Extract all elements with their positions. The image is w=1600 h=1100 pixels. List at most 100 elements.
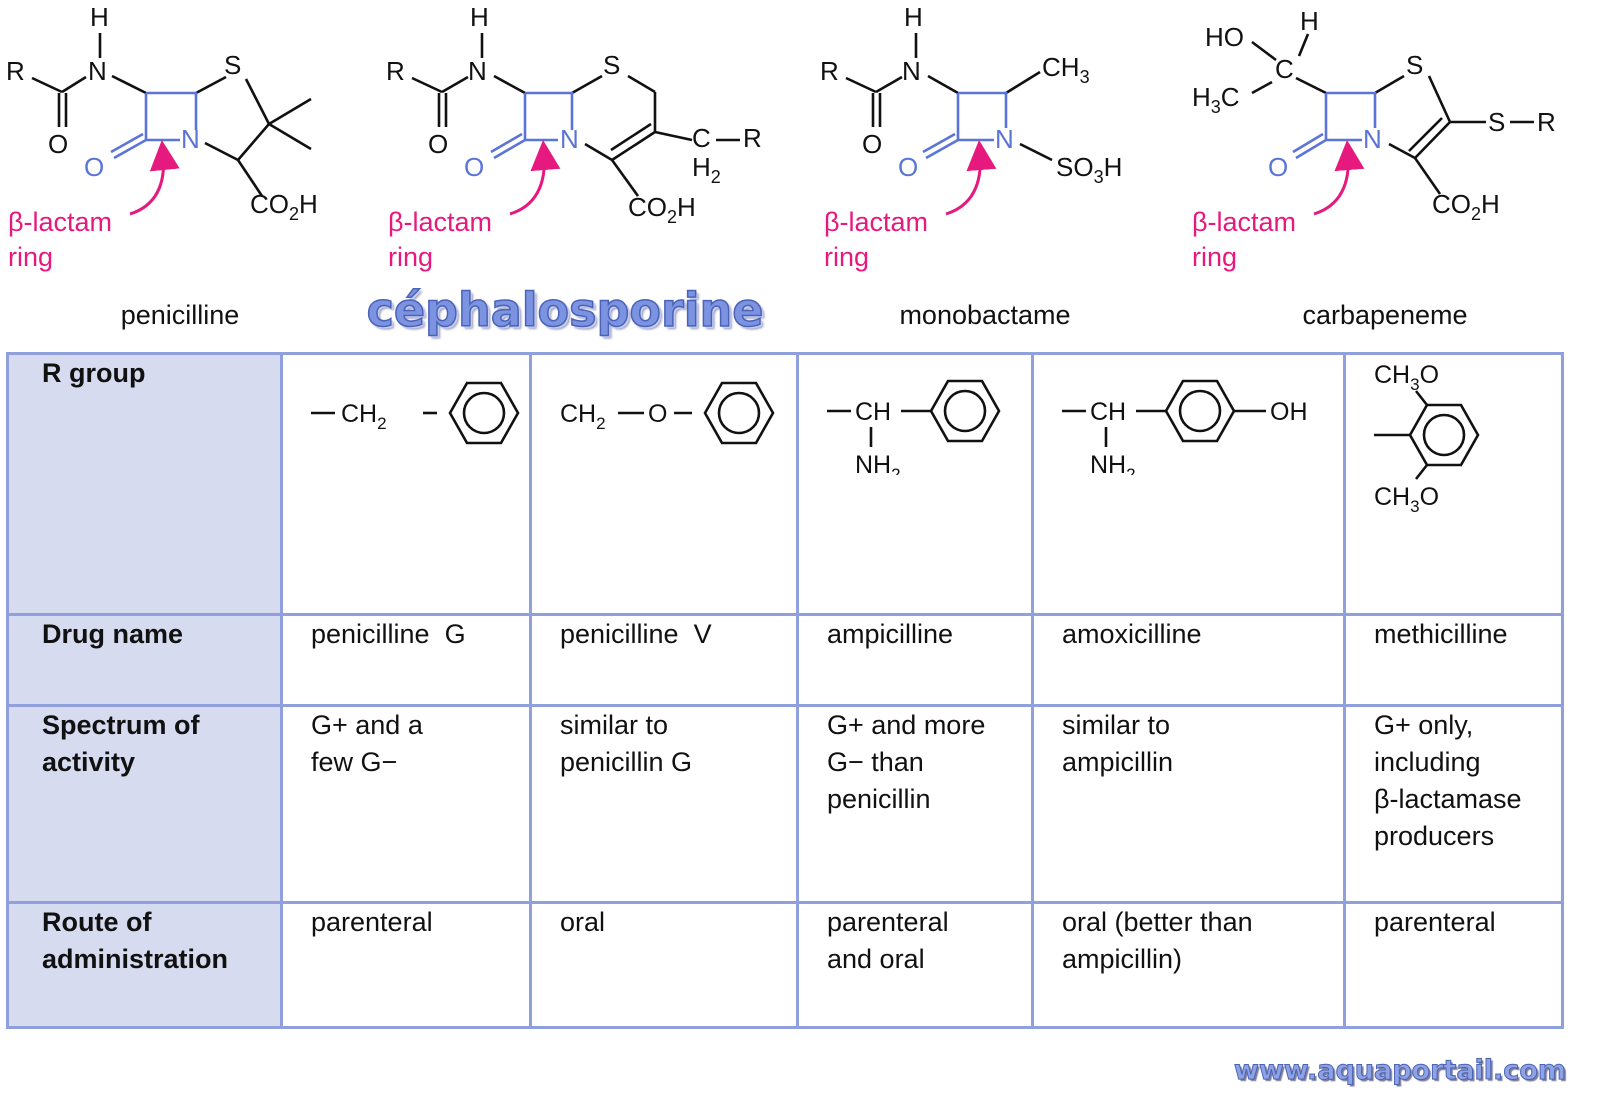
spectrum-cell: G+ and a few G− bbox=[280, 704, 532, 904]
svg-text:CH3O: CH3O bbox=[1374, 483, 1439, 515]
route-cell: oral bbox=[529, 901, 799, 1029]
cell-line: G+ only, bbox=[1374, 710, 1474, 740]
ring-arrow bbox=[945, 140, 997, 216]
route-cell: parenteral and oral bbox=[796, 901, 1034, 1029]
cell-line: G+ and more bbox=[827, 710, 986, 740]
drug-name-cell: methicilline bbox=[1343, 613, 1564, 707]
route-cell: oral (better than ampicillin) bbox=[1031, 901, 1346, 1029]
table-row-route: Route of administration parenteral oral … bbox=[6, 901, 1564, 1029]
svg-text:HO: HO bbox=[1205, 22, 1244, 52]
cell-line: β-lactamase bbox=[1374, 784, 1522, 814]
svg-text:NH2: NH2 bbox=[855, 451, 901, 475]
svg-text:N: N bbox=[995, 124, 1014, 154]
svg-text:CH3: CH3 bbox=[1042, 52, 1090, 87]
row-header-drug-name: Drug name bbox=[6, 613, 283, 707]
cell-line: ampicillin) bbox=[1062, 944, 1183, 974]
row-header-line: Route of bbox=[42, 907, 152, 937]
svg-text:O: O bbox=[862, 129, 882, 159]
cell-line: similar to bbox=[560, 710, 669, 740]
svg-text:S: S bbox=[224, 50, 241, 80]
svg-text:O: O bbox=[898, 152, 918, 182]
svg-text:N: N bbox=[1363, 124, 1382, 154]
row-header-spectrum: Spectrum of activity bbox=[6, 704, 283, 904]
ring-arrow bbox=[1313, 140, 1365, 216]
drug-name-cell: penicilline V bbox=[529, 613, 799, 707]
structure-label-penicilline: penicilline bbox=[120, 300, 240, 330]
dimethoxyphenyl-structure: CH3O CH3O bbox=[1374, 361, 1480, 515]
cell-line: and oral bbox=[827, 944, 925, 974]
cell-line: oral (better than bbox=[1062, 907, 1253, 937]
svg-text:H: H bbox=[1300, 6, 1319, 36]
ring-annotation-line2: ring bbox=[388, 242, 433, 272]
svg-text:CH: CH bbox=[1090, 398, 1126, 426]
ring-annotation-line2: ring bbox=[1192, 242, 1237, 272]
cell-line: parenteral bbox=[1374, 907, 1496, 937]
structure-label-cephalosporine: céphalosporine bbox=[366, 282, 764, 338]
svg-text:N: N bbox=[468, 56, 487, 86]
cell-line: producers bbox=[1374, 821, 1495, 851]
cell-line: ampicillin bbox=[1062, 747, 1174, 777]
ring-annotation-line1: β-lactam bbox=[1192, 207, 1296, 237]
r-group-cell-ampicilline: CH NH2 bbox=[796, 352, 1034, 616]
r-group-cell-penicilline-g: CH2 bbox=[280, 352, 532, 616]
table-row-spectrum: Spectrum of activity G+ and a few G− sim… bbox=[6, 704, 1564, 904]
svg-text:O: O bbox=[48, 129, 68, 159]
svg-text:O: O bbox=[464, 152, 484, 182]
svg-text:H: H bbox=[904, 2, 923, 32]
row-header-line: activity bbox=[42, 747, 136, 777]
carbapeneme-structure: HO H C H3C S S R CO2H N O bbox=[1192, 6, 1556, 224]
cell-line: penicillin G bbox=[560, 747, 693, 777]
spectrum-cell: similar to penicillin G bbox=[529, 704, 799, 904]
ring-arrow bbox=[509, 140, 561, 216]
route-cell: parenteral bbox=[280, 901, 532, 1029]
ring-arrow bbox=[129, 140, 180, 216]
ring-annotation-line2: ring bbox=[824, 242, 869, 272]
svg-text:CH2: CH2 bbox=[560, 400, 606, 433]
svg-text:CO2H: CO2H bbox=[1432, 189, 1500, 224]
svg-text:SO3H: SO3H bbox=[1056, 152, 1122, 187]
svg-text:OH: OH bbox=[1270, 398, 1308, 426]
svg-text:O: O bbox=[648, 400, 667, 428]
svg-text:S: S bbox=[603, 50, 620, 80]
svg-text:H3C: H3C bbox=[1192, 82, 1240, 117]
svg-text:NH2: NH2 bbox=[1090, 451, 1136, 475]
beta-lactam-structures-diagram: H N R O S CO2H N O bbox=[6, 2, 1556, 272]
ring-annotation-line1: β-lactam bbox=[8, 207, 112, 237]
spectrum-cell: G+ and more G− than penicillin bbox=[796, 704, 1034, 904]
ring-annotation-line1: β-lactam bbox=[824, 207, 928, 237]
route-cell: parenteral bbox=[1343, 901, 1564, 1029]
row-header-line: administration bbox=[42, 944, 229, 974]
r-group-cell-methicilline: CH3O CH3O bbox=[1343, 352, 1564, 616]
svg-text:CH: CH bbox=[855, 398, 891, 426]
svg-text:R: R bbox=[386, 56, 405, 86]
aminobenzyl-structure: CH NH2 bbox=[827, 379, 1001, 475]
cell-line: oral bbox=[560, 907, 606, 937]
svg-text:O: O bbox=[428, 129, 448, 159]
svg-text:N: N bbox=[902, 56, 921, 86]
svg-text:CO2H: CO2H bbox=[628, 192, 696, 227]
svg-text:N: N bbox=[181, 124, 200, 154]
svg-text:S: S bbox=[1406, 50, 1423, 80]
cell-line: including bbox=[1374, 747, 1481, 777]
r-group-cell-amoxicilline: CH NH2 OH bbox=[1031, 352, 1346, 616]
svg-text:CH2: CH2 bbox=[341, 400, 387, 433]
drug-name-cell: ampicilline bbox=[796, 613, 1034, 707]
cell-line: penicillin bbox=[827, 784, 931, 814]
svg-text:R: R bbox=[1537, 107, 1556, 137]
spectrum-cell: G+ only, including β-lactamase producers bbox=[1343, 704, 1564, 904]
watermark-url[interactable]: www.aquaportail.com bbox=[1233, 1055, 1566, 1087]
row-header-route: Route of administration bbox=[6, 901, 283, 1029]
svg-text:R: R bbox=[820, 56, 839, 86]
svg-text:H: H bbox=[90, 2, 109, 32]
drug-name-cell: amoxicilline bbox=[1031, 613, 1346, 707]
comparison-table: R group CH2 CH2 bbox=[6, 352, 1564, 1029]
svg-text:CH3O: CH3O bbox=[1374, 361, 1439, 394]
drug-name-cell: penicilline G bbox=[280, 613, 532, 707]
ring-annotation-line1: β-lactam bbox=[388, 207, 492, 237]
table-row-drug-name: Drug name penicilline G penicilline V am… bbox=[6, 613, 1564, 707]
row-header-r-group: R group bbox=[6, 352, 283, 616]
structure-label-monobactame: monobactame bbox=[899, 300, 1071, 330]
hydroxy-aminobenzyl-structure: CH NH2 OH bbox=[1062, 379, 1308, 475]
svg-text:N: N bbox=[560, 124, 579, 154]
table-row-r-group: R group CH2 CH2 bbox=[6, 352, 1564, 616]
